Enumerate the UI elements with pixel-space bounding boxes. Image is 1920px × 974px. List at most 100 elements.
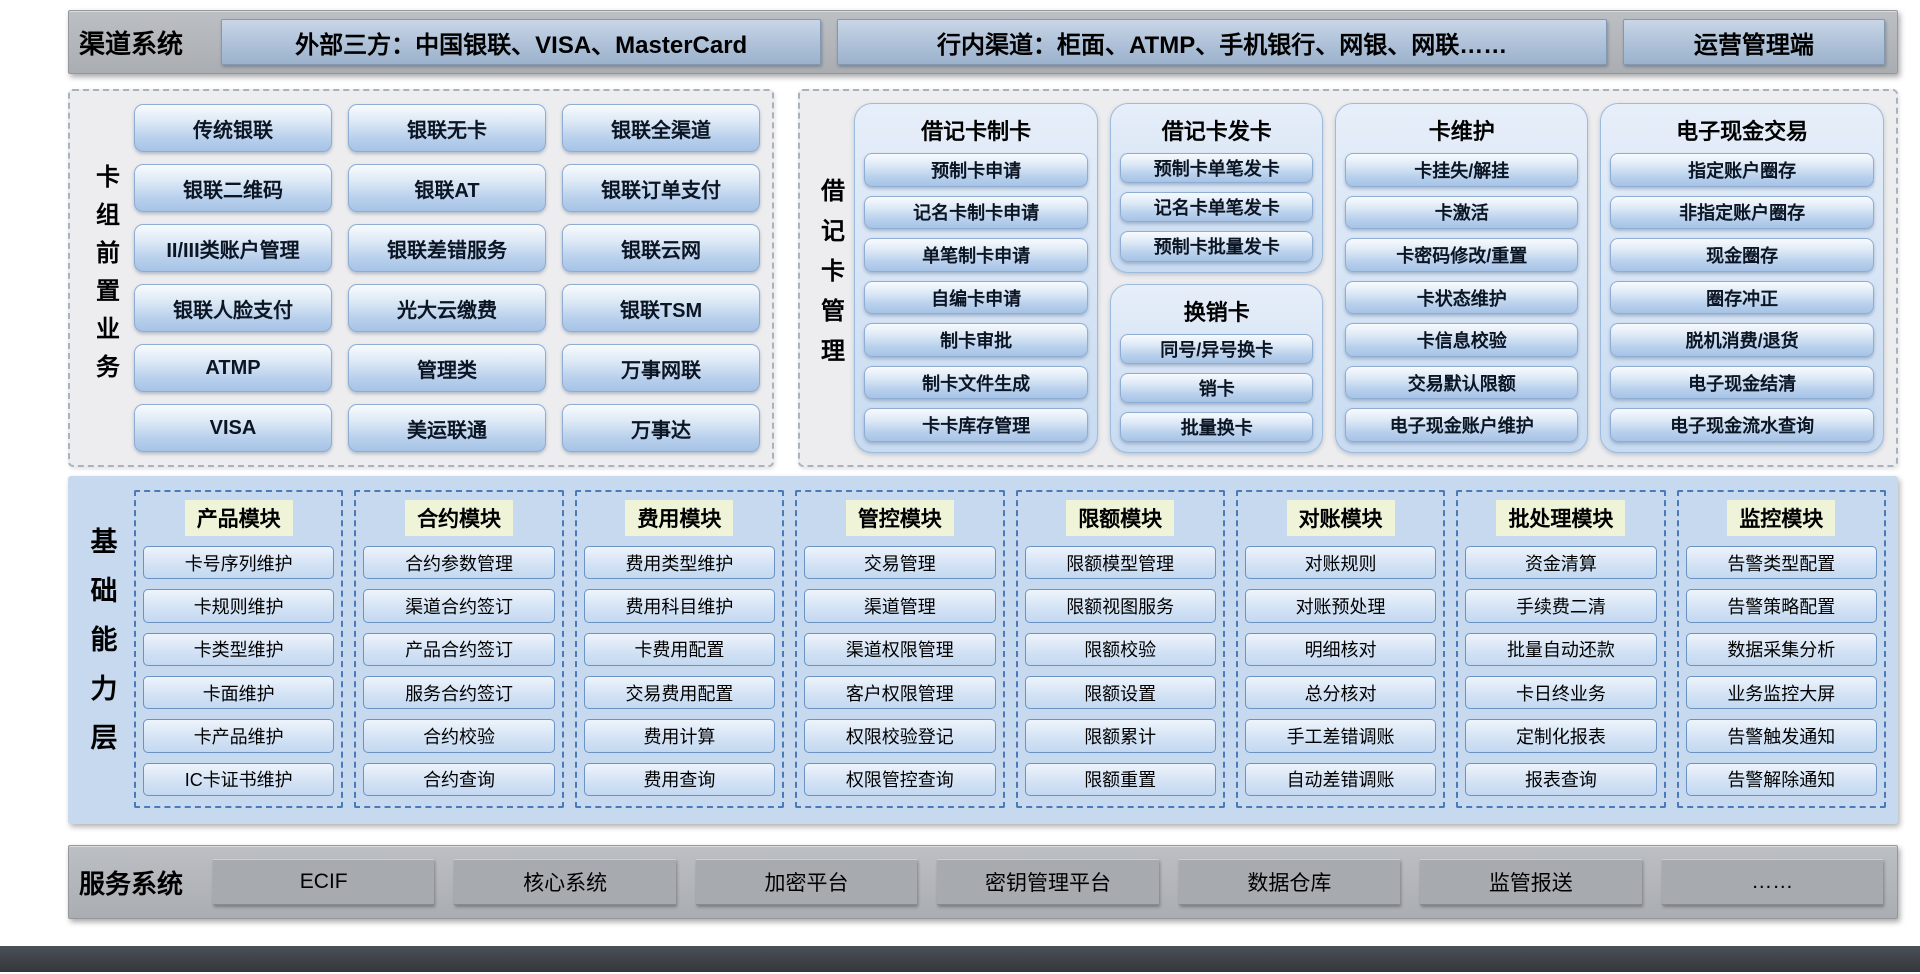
debit-item: 脱机消费/退货 — [1610, 323, 1874, 357]
module-batch-title-row: 批处理模块 — [1465, 500, 1656, 536]
module-item: 手续费二清 — [1465, 589, 1657, 623]
module-item: 对账预处理 — [1244, 589, 1437, 623]
group-ecash-transaction: 电子现金交易 指定账户圈存非指定账户圈存现金圈存圈存冲正脱机消费/退货电子现金结… — [1600, 103, 1884, 453]
module-item: 费用计算 — [583, 719, 776, 753]
card-front-item: 管理类 — [348, 344, 546, 392]
debit-item: 圈存冲正 — [1610, 280, 1874, 315]
module-item: 限额设置 — [1024, 675, 1216, 710]
debit-item: 批量换卡 — [1120, 411, 1314, 443]
module-item: 交易费用配置 — [583, 675, 776, 710]
module-fee: 费用模块 费用类型维护费用科目维护卡费用配置交易费用配置费用计算费用查询 — [574, 490, 785, 808]
card-front-item: 美运联通 — [348, 404, 546, 452]
module-contract-title: 合约模块 — [405, 500, 514, 536]
group-card-replace-cancel-title: 换销卡 — [1183, 299, 1250, 325]
module-fee-items: 费用类型维护费用科目维护卡费用配置交易费用配置费用计算费用查询 — [583, 546, 776, 796]
module-reconciliation-title-row: 对账模块 — [1245, 500, 1436, 536]
module-reconciliation-items: 对账规则对账预处理明细核对总分核对手工差错调账自动差错调账 — [1244, 546, 1437, 796]
debit-item: 卡信息校验 — [1345, 323, 1579, 357]
module-item: IC卡证书维护 — [143, 762, 335, 796]
module-item: 总分核对 — [1244, 675, 1437, 710]
module-control: 管控模块 交易管理渠道管理渠道权限管理客户权限管理权限校验登记权限管控查询 — [795, 490, 1005, 808]
debit-item: 电子现金结清 — [1610, 365, 1874, 400]
module-limit-title-row: 限额模块 — [1025, 500, 1216, 536]
card-front-grid: 传统银联 银联无卡 银联全渠道 银联二维码 银联AT 银联订单支付 II/III… — [134, 104, 760, 452]
module-item: 服务合约签订 — [363, 675, 555, 710]
external-third-party-box: 外部三方：中国银联、VISA、MasterCard — [221, 19, 822, 65]
module-contract: 合约模块 合约参数管理渠道合约签订产品合约签订服务合约签订合约校验合约查询 — [354, 490, 564, 808]
debit-item: 电子现金流水查询 — [1610, 408, 1874, 443]
card-front-item: 银联人脸支付 — [134, 284, 332, 332]
module-item: 告警策略配置 — [1685, 589, 1877, 623]
group-card-making-title: 借记卡制卡 — [921, 119, 1032, 144]
debit-item: 交易默认限额 — [1345, 365, 1579, 400]
card-front-item: 银联AT — [348, 164, 546, 212]
service-system-label: 服务系统 — [79, 868, 184, 899]
debit-item: 卡密码修改/重置 — [1345, 238, 1579, 272]
debit-item: 卡挂失/解挂 — [1345, 153, 1579, 187]
module-fee-title-row: 费用模块 — [584, 500, 775, 536]
module-item: 渠道权限管理 — [804, 632, 996, 666]
module-item: 报表查询 — [1465, 762, 1657, 796]
module-control-title: 管控模块 — [845, 500, 954, 536]
card-front-item: 银联云网 — [562, 224, 760, 272]
module-item: 业务监控大屏 — [1685, 675, 1877, 710]
module-item: 合约查询 — [363, 762, 555, 796]
card-front-label-wrap: 卡组前置业务 — [76, 104, 134, 452]
debit-item: 卡激活 — [1345, 195, 1579, 230]
module-monitor: 监控模块 告警类型配置告警策略配置数据采集分析业务监控大屏告警触发通知告警解除通… — [1676, 490, 1886, 808]
service-system-box: 数据仓库 — [1178, 859, 1401, 905]
module-monitor-items: 告警类型配置告警策略配置数据采集分析业务监控大屏告警触发通知告警解除通知 — [1685, 546, 1877, 796]
group-card-maintenance-title: 卡维护 — [1428, 119, 1495, 144]
module-item: 卡类型维护 — [143, 632, 335, 666]
module-item: 卡号序列维护 — [143, 546, 335, 580]
channel-system-label: 渠道系统 — [79, 28, 184, 59]
diagram-content: 渠道系统 外部三方：中国银联、VISA、MasterCard 行内渠道：柜面、A… — [68, 10, 1898, 919]
group-card-issuing: 借记卡发卡 预制卡单笔发卡记名卡单笔发卡预制卡批量发卡 — [1110, 103, 1324, 273]
debit-item: 销卡 — [1120, 372, 1314, 403]
card-front-item: 传统银联 — [134, 104, 332, 152]
module-limit-title: 限额模块 — [1066, 500, 1175, 536]
module-item: 卡产品维护 — [143, 719, 335, 753]
module-item: 数据采集分析 — [1685, 632, 1877, 666]
module-item: 渠道管理 — [804, 589, 996, 623]
service-system-box: 密钥管理平台 — [937, 859, 1159, 905]
service-system-box: …… — [1661, 859, 1883, 905]
module-batch-items: 资金清算手续费二清批量自动还款卡日终业务定制化报表报表查询 — [1465, 546, 1657, 796]
service-system-box: 加密平台 — [695, 859, 918, 905]
module-item: 自动差错调账 — [1244, 762, 1437, 796]
debit-item: 非指定账户圈存 — [1610, 195, 1874, 230]
module-item: 合约校验 — [363, 719, 555, 753]
module-fee-title: 费用模块 — [625, 500, 734, 536]
module-item: 告警解除通知 — [1685, 762, 1877, 796]
module-item: 手工差错调账 — [1244, 719, 1437, 753]
group-card-issuing-title: 借记卡发卡 — [1161, 119, 1272, 144]
debit-item: 预制卡单笔发卡 — [1120, 153, 1314, 184]
module-item: 产品合约签订 — [363, 632, 555, 666]
module-item: 限额累计 — [1024, 719, 1216, 753]
group-ecash-transaction-items: 指定账户圈存非指定账户圈存现金圈存圈存冲正脱机消费/退货电子现金结清电子现金流水… — [1610, 153, 1874, 443]
card-front-item: 银联差错服务 — [348, 224, 546, 272]
module-monitor-title-row: 监控模块 — [1686, 500, 1877, 536]
debit-item: 预制卡批量发卡 — [1120, 231, 1314, 262]
group-card-making-items: 预制卡申请记名卡制卡申请单笔制卡申请自编卡申请制卡审批制卡文件生成卡卡库存管理 — [864, 153, 1089, 443]
module-item: 权限管控查询 — [804, 762, 996, 796]
module-item: 定制化报表 — [1465, 719, 1657, 753]
module-item: 权限校验登记 — [804, 719, 996, 753]
card-front-label: 卡组前置业务 — [91, 164, 119, 392]
module-item: 费用科目维护 — [583, 589, 776, 623]
debit-item: 制卡文件生成 — [864, 365, 1089, 400]
debit-item: 制卡审批 — [864, 323, 1089, 357]
capability-label-wrap: 基础能力层 — [76, 490, 128, 808]
card-front-item: 银联全渠道 — [562, 104, 760, 152]
module-item: 费用查询 — [583, 762, 776, 796]
middle-row: 卡组前置业务 传统银联 银联无卡 银联全渠道 银联二维码 银联AT 银 — [68, 89, 1898, 467]
debit-item: 同号/异号换卡 — [1120, 333, 1314, 364]
group-card-making: 借记卡制卡 预制卡申请记名卡制卡申请单笔制卡申请自编卡申请制卡审批制卡文件生成卡… — [854, 103, 1099, 453]
debit-item: 卡状态维护 — [1345, 280, 1579, 315]
module-item: 渠道合约签订 — [363, 589, 555, 623]
module-item: 限额模型管理 — [1024, 546, 1216, 580]
